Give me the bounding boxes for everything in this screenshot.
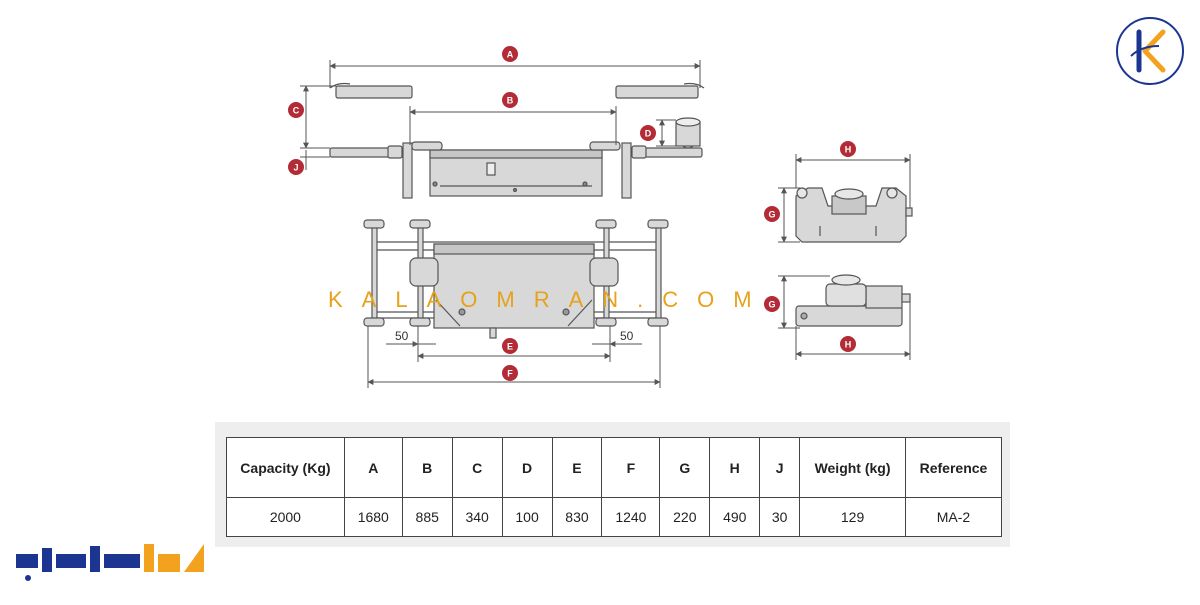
- table-row: 2000 1680 885 340 100 830 1240 220 490 3…: [226, 497, 1003, 537]
- cell-j: 30: [759, 497, 801, 537]
- col-a: A: [343, 437, 403, 498]
- marker-a: A: [502, 46, 518, 62]
- marker-b: B: [502, 92, 518, 108]
- svg-text:H: H: [845, 340, 852, 350]
- svg-text:A: A: [507, 50, 514, 60]
- col-g: G: [659, 437, 711, 498]
- col-b: B: [401, 437, 453, 498]
- dimension-lines-end: [778, 154, 911, 360]
- marker-h-lower: H: [840, 336, 856, 352]
- cell-f: 1240: [601, 497, 661, 537]
- watermark: KALAOMRAN.COM: [328, 287, 771, 312]
- col-c: C: [451, 437, 503, 498]
- marker-h-upper: H: [840, 141, 856, 157]
- col-capacity: Capacity (Kg): [226, 437, 345, 498]
- marker-j: J: [288, 159, 304, 175]
- marker-g-upper: G: [764, 206, 780, 222]
- svg-text:B: B: [507, 96, 514, 106]
- svg-text:J: J: [293, 163, 298, 173]
- svg-text:H: H: [845, 145, 852, 155]
- cell-reference: MA-2: [904, 497, 1003, 537]
- offset-left: 50: [395, 329, 409, 343]
- top-side-view: [329, 82, 705, 199]
- cell-weight: 129: [799, 497, 906, 537]
- col-j: J: [759, 437, 801, 498]
- svg-text:C: C: [293, 106, 300, 116]
- dimension-lines-plan: [367, 326, 661, 388]
- offset-right: 50: [620, 329, 634, 343]
- cell-h: 490: [709, 497, 761, 537]
- cell-a: 1680: [343, 497, 403, 537]
- col-f: F: [601, 437, 661, 498]
- dimension-lines-top: [300, 60, 701, 170]
- marker-e: E: [502, 338, 518, 354]
- cell-e: 830: [551, 497, 603, 537]
- cell-capacity: 2000: [226, 497, 345, 537]
- marker-f: F: [502, 365, 518, 381]
- cell-g: 220: [659, 497, 711, 537]
- col-d: D: [501, 437, 553, 498]
- cell-d: 100: [501, 497, 553, 537]
- spec-table-panel: Capacity (Kg) A B C D E F G H J Weight (…: [215, 422, 1010, 547]
- table-header-row: Capacity (Kg) A B C D E F G H J Weight (…: [226, 437, 1003, 498]
- cell-c: 340: [451, 497, 503, 537]
- svg-text:F: F: [507, 369, 513, 379]
- end-view-lower: [795, 274, 911, 327]
- spec-table: Capacity (Kg) A B C D E F G H J Weight (…: [226, 437, 1003, 537]
- marker-g-lower: G: [764, 296, 780, 312]
- svg-text:E: E: [507, 342, 513, 352]
- col-h: H: [709, 437, 761, 498]
- col-reference: Reference: [904, 437, 1003, 498]
- col-weight: Weight (kg): [799, 437, 906, 498]
- marker-d: D: [640, 125, 656, 141]
- brand-wordmark-logo[interactable]: [14, 540, 206, 586]
- brand-logo-icon[interactable]: [1115, 16, 1185, 86]
- svg-text:D: D: [645, 129, 652, 139]
- end-view-upper: [795, 187, 913, 243]
- cell-b: 885: [401, 497, 453, 537]
- plan-view: [363, 219, 669, 339]
- marker-c: C: [288, 102, 304, 118]
- svg-text:G: G: [768, 210, 775, 220]
- svg-text:G: G: [768, 300, 775, 310]
- col-e: E: [551, 437, 603, 498]
